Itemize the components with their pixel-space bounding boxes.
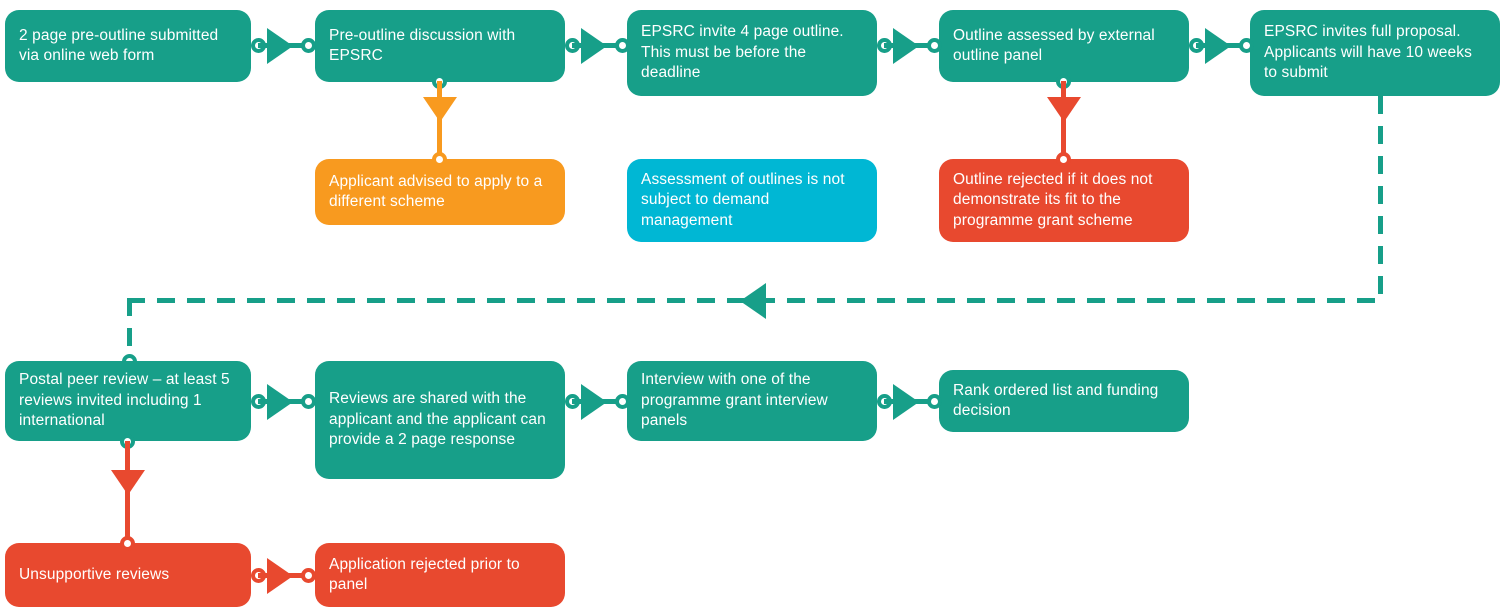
edge-dot <box>615 38 630 53</box>
node-label: EPSRC invite 4 page outline. This must b… <box>641 23 844 82</box>
edge-dot <box>615 394 630 409</box>
arrow-right-icon <box>267 28 293 64</box>
arrow-right-icon <box>893 28 919 64</box>
edge-dashed-vertical <box>1378 96 1383 302</box>
node-application-rejected[interactable]: Application rejected prior to panel <box>315 543 565 607</box>
edge-dot <box>1056 152 1071 167</box>
node-label: Applicant advised to apply to a differen… <box>329 172 543 210</box>
arrow-down-icon <box>1047 97 1081 122</box>
node-label: Application rejected prior to panel <box>329 555 520 593</box>
node-rank-ordered-list[interactable]: Rank ordered list and funding decision <box>939 370 1189 432</box>
node-epsrc-invite-outline[interactable]: EPSRC invite 4 page outline. This must b… <box>627 10 877 96</box>
edge-dot <box>120 536 135 551</box>
node-pre-outline-submitted[interactable]: 2 page pre-outline submitted via online … <box>5 10 251 82</box>
node-label: Outline rejected if it does not demonstr… <box>953 170 1153 229</box>
arrow-down-icon <box>423 97 457 122</box>
node-label: Interview with one of the programme gran… <box>641 371 828 430</box>
node-reviews-shared[interactable]: Reviews are shared with the applicant an… <box>315 361 565 479</box>
edge-dot <box>432 152 447 167</box>
node-label: Assessment of outlines is not subject to… <box>641 170 845 229</box>
edge-dot <box>927 394 942 409</box>
arrow-left-icon <box>740 283 766 319</box>
node-applicant-advised[interactable]: Applicant advised to apply to a differen… <box>315 159 565 225</box>
edge-dot <box>1239 38 1254 53</box>
node-pre-outline-discussion[interactable]: Pre-outline discussion with EPSRC <box>315 10 565 82</box>
arrow-down-icon <box>111 470 145 495</box>
node-postal-peer-review[interactable]: Postal peer review – at least 5 reviews … <box>5 361 251 441</box>
edge-dashed-vertical <box>127 298 132 360</box>
arrow-right-icon <box>1205 28 1231 64</box>
arrow-right-icon <box>893 384 919 420</box>
node-unsupportive-reviews[interactable]: Unsupportive reviews <box>5 543 251 607</box>
node-assessment-not-demand[interactable]: Assessment of outlines is not subject to… <box>627 159 877 242</box>
node-outline-assessed[interactable]: Outline assessed by external outline pan… <box>939 10 1189 82</box>
edge-dot <box>927 38 942 53</box>
node-label: Pre-outline discussion with EPSRC <box>329 26 516 64</box>
node-epsrc-invites-full[interactable]: EPSRC invites full proposal. Applicants … <box>1250 10 1500 96</box>
edge-dot <box>301 38 316 53</box>
edge-dot <box>301 394 316 409</box>
arrow-right-icon <box>581 384 607 420</box>
node-label: Rank ordered list and funding decision <box>953 381 1159 419</box>
node-label: Postal peer review – at least 5 reviews … <box>19 371 230 430</box>
node-outline-rejected[interactable]: Outline rejected if it does not demonstr… <box>939 159 1189 242</box>
arrow-right-icon <box>267 384 293 420</box>
node-label: Unsupportive reviews <box>19 565 170 583</box>
arrow-right-icon <box>267 558 293 594</box>
node-label: Outline assessed by external outline pan… <box>953 26 1155 64</box>
node-label: EPSRC invites full proposal. Applicants … <box>1264 23 1472 82</box>
edge-dot <box>301 568 316 583</box>
node-label: 2 page pre-outline submitted via online … <box>19 26 219 64</box>
node-label: Reviews are shared with the applicant an… <box>329 390 546 449</box>
node-interview[interactable]: Interview with one of the programme gran… <box>627 361 877 441</box>
arrow-right-icon <box>581 28 607 64</box>
